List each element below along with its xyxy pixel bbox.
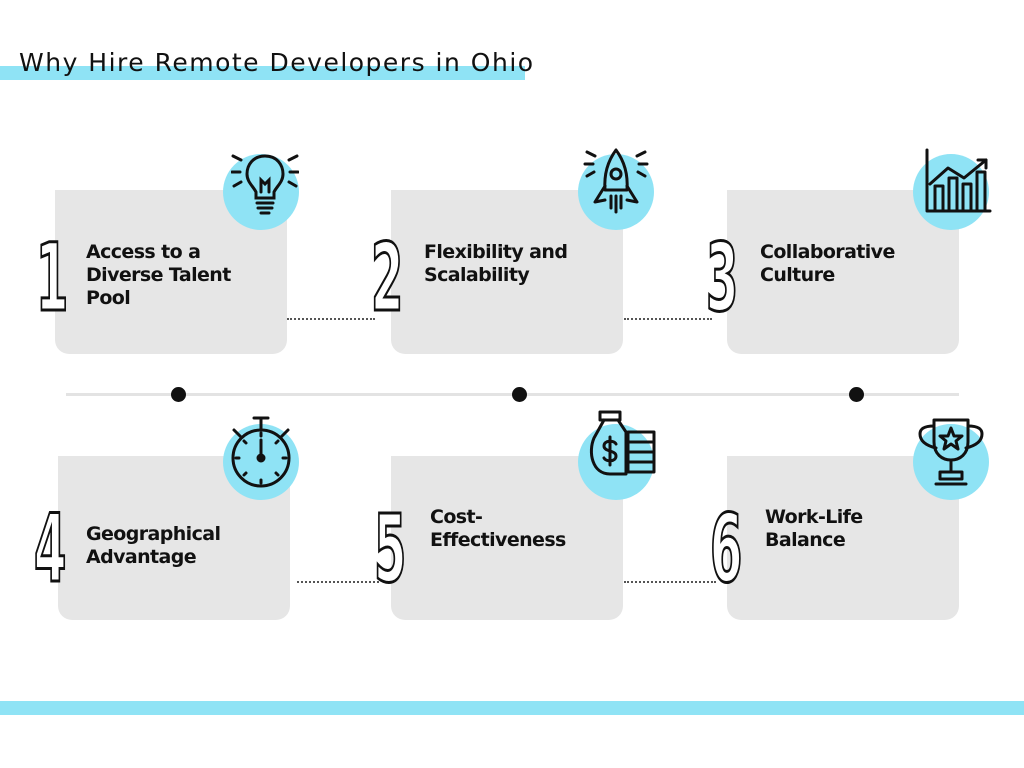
- connector-dots: [624, 581, 716, 583]
- title-block: Why Hire Remote Developers in Ohio: [0, 40, 560, 90]
- connector-dots: [297, 581, 379, 583]
- step-number-4: 4: [33, 495, 67, 604]
- card-2: [391, 190, 623, 354]
- step-number-2: 2: [370, 224, 404, 333]
- connector-dots: [624, 318, 712, 320]
- title-underline: [0, 66, 525, 80]
- lightbulb-icon: [231, 154, 299, 215]
- trophy-icon: [918, 418, 984, 486]
- step-number-6: 6: [709, 495, 743, 604]
- step-number-3: 3: [705, 224, 739, 333]
- card-1-label: Access to a Diverse Talent Pool: [86, 241, 231, 309]
- card-2-label: Flexibility and Scalability: [424, 241, 568, 286]
- step-number-5: 5: [373, 495, 407, 604]
- card-6-label: Work-Life Balance: [765, 506, 863, 551]
- stopwatch-icon: [231, 416, 291, 488]
- footer-bar: [0, 701, 1024, 715]
- card-3: [727, 190, 959, 354]
- money-bag-icon: [589, 410, 656, 476]
- card-4-label: Geographical Advantage: [86, 523, 221, 568]
- card-5-label: Cost-Effectiveness: [430, 506, 566, 551]
- connector-dots: [287, 318, 375, 320]
- timeline-dot-1: [171, 387, 186, 402]
- timeline-dot-3: [849, 387, 864, 402]
- icon-circle-2: [578, 154, 654, 230]
- step-number-1: 1: [35, 224, 69, 333]
- rocket-icon: [583, 148, 649, 214]
- card-3-label: Collaborative Culture: [760, 241, 895, 286]
- growth-chart-icon: [925, 148, 992, 213]
- page-title: Why Hire Remote Developers in Ohio: [19, 48, 535, 77]
- timeline-dot-2: [512, 387, 527, 402]
